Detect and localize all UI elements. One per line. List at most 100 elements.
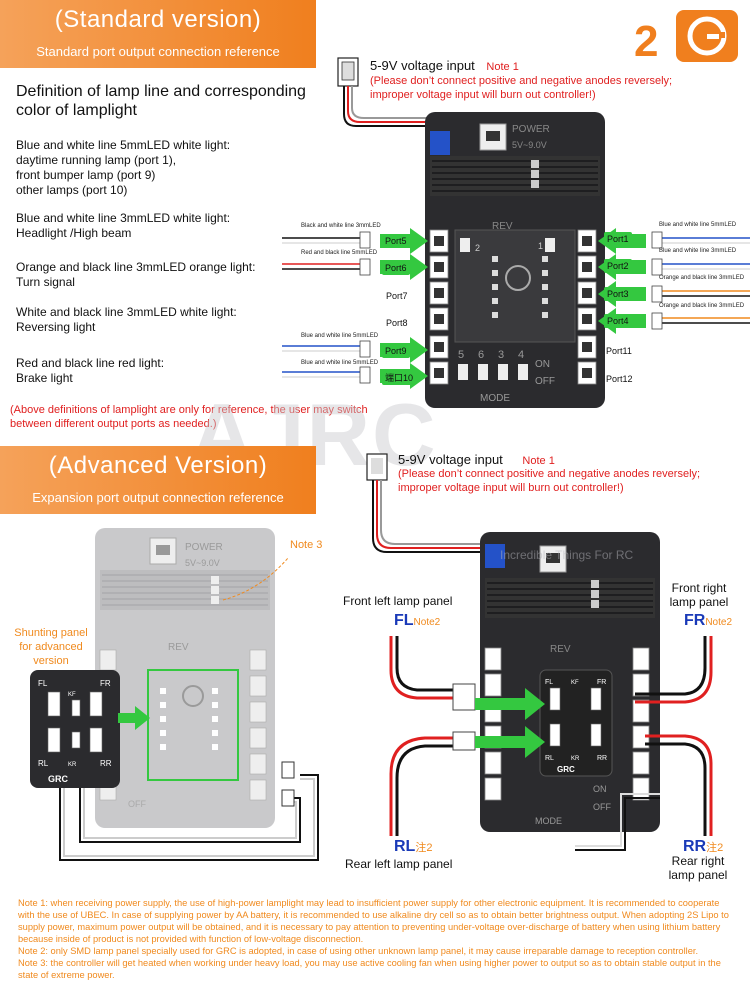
footnote-3: Note 3: the controller will get heated w… (18, 958, 721, 980)
shunting-line2: for advanced (19, 641, 83, 653)
port1-label: Port1 (604, 232, 632, 246)
port9-label: Port9 (382, 344, 410, 358)
standard-subtitle: Standard port output connection referenc… (36, 44, 280, 59)
port2-label: Port2 (604, 259, 632, 273)
wire-label-port10: Blue and white line 5mmLED (301, 360, 379, 366)
fl-code-group: FLNote2 (394, 612, 440, 630)
reference-note: (Above definitions of lamplight are only… (10, 404, 368, 430)
wire-label-port6: Red and black line 5mmLED (301, 250, 378, 256)
watermark-small: Incredible Things For RC (500, 548, 634, 562)
wire-label-port2: Blue and white line 3mmLED (659, 248, 737, 254)
adv-shunt-kr: KR (571, 756, 580, 762)
adv-right-off-label: OFF (593, 802, 611, 812)
std-note1: Note 1 (486, 61, 519, 73)
rl-code-group: RL注2 (394, 838, 432, 856)
rr-note: 注2 (706, 842, 724, 854)
standard-controller-diagram: POWER 5V~9.0V REV 2 1 5 6 3 4 ON OFF MOD… (282, 57, 750, 408)
adv-left-off-label: OFF (128, 799, 146, 809)
shunting-line3: version (33, 655, 69, 667)
definition-4-line2: Reversing light (16, 320, 96, 334)
std-voltage-input-label: 5-9V voltage input (370, 58, 475, 73)
footnote-1: Note 1: when receiving power supply, the… (18, 898, 729, 944)
adv-shunt-kf: KF (571, 680, 579, 686)
port11-label: Port11 (606, 346, 632, 356)
port7-label: Port7 (386, 291, 408, 301)
port5-label: Port5 (382, 234, 410, 248)
std-warning: (Please don’t connect positive and negat… (370, 74, 740, 102)
adv-warning: (Please don’t connect positive and negat… (398, 467, 743, 495)
fr-note: Note2 (705, 617, 733, 628)
port8-label: Port8 (386, 318, 408, 328)
wire-label-port1: Blue and white line 5mmLED (659, 222, 737, 228)
wire-label-port4: Orange and black line 3mmLED (659, 303, 745, 309)
definition-1-line1: Blue and white line 5mmLED white light: (16, 138, 231, 152)
adv-warning-line1: (Please don’t connect positive and negat… (398, 468, 701, 480)
definition-4: White and black line 3mmLED white light:… (16, 305, 316, 335)
std-warning-line1: (Please don’t connect positive and negat… (370, 75, 673, 87)
standard-title: (Standard version) (54, 6, 262, 33)
std-voltage-input: 5-9V voltage input Note 1 (370, 58, 519, 73)
front-right-line1: Front right (671, 581, 727, 595)
shunt-kf: KF (68, 692, 76, 698)
fl-code: FL (394, 612, 414, 629)
std-rev-label: REV (492, 221, 513, 232)
shunt-brand: GRC (48, 774, 69, 784)
advanced-subtitle: Expansion port output connection referen… (32, 490, 284, 505)
adv-note1: Note 1 (522, 455, 555, 467)
fr-code: FR (684, 612, 706, 629)
adv-right-on-label: ON (593, 784, 607, 794)
rear-right-panel-label: Rear right lamp panel (662, 854, 734, 882)
port3-label: Port3 (604, 287, 632, 301)
adv-right-rev-label: REV (550, 644, 571, 655)
shunting-panel-label: Shunting panel for advanced version (4, 626, 98, 668)
adv-shunt-rl: RL (545, 755, 554, 762)
port4-label: Port4 (604, 314, 632, 328)
std-num-6: 6 (478, 349, 484, 361)
std-num-1: 1 (538, 241, 543, 251)
wire-label-port3: Orange and black line 3mmLED (659, 275, 745, 281)
adv-left-rev-label: REV (168, 642, 189, 653)
adv-left-power-label: POWER (185, 542, 223, 553)
advanced-panel-diagram: REV ON OFF MODE FL FR KF RL RR KR GRC (366, 453, 713, 851)
definition-2-line1: Blue and white line 3mmLED white light: (16, 211, 231, 225)
fl-note: Note2 (413, 617, 441, 628)
definition-5-line2: Brake light (16, 371, 73, 385)
std-num-4: 4 (518, 349, 524, 361)
grc-logo: 2 (634, 10, 738, 64)
shunt-rl: RL (38, 759, 49, 768)
std-on-label: ON (535, 359, 550, 370)
port6-label: Port6 (382, 261, 410, 275)
std-num-3: 3 (498, 349, 504, 361)
shunt-kr: KR (68, 762, 77, 768)
definition-2-line2: Headlight /High beam (16, 226, 132, 240)
adv-left-voltage-label: 5V~9.0V (185, 558, 220, 568)
definition-3-line2: Turn signal (16, 275, 75, 289)
wire-label-port5: Black and white line 3mmLED (301, 223, 381, 229)
adv-shunt-fr: FR (597, 679, 606, 686)
definition-1-line2: daytime running lamp (port 1), (16, 153, 177, 167)
shunt-rr: RR (100, 759, 112, 768)
shunt-fr: FR (100, 679, 111, 688)
adv-shunt-fl: FL (545, 679, 553, 686)
fr-code-group: FRNote2 (684, 612, 732, 630)
shunting-line1: Shunting panel (14, 627, 88, 639)
std-warning-line2: improper voltage input will burn out con… (370, 89, 596, 101)
definition-1-line3: front bumper lamp (port 9) (16, 168, 156, 182)
front-left-panel-label: Front left lamp panel (343, 594, 453, 608)
definition-3: Orange and black line 3mmLED orange ligh… (16, 260, 316, 290)
rr-code: RR (683, 838, 707, 855)
definition-2: Blue and white line 3mmLED white light: … (16, 211, 316, 241)
definition-title: Definition of lamp line and correspondin… (16, 83, 306, 119)
rear-left-panel-label: Rear left lamp panel (345, 857, 453, 871)
definition-4-line1: White and black line 3mmLED white light: (16, 305, 237, 319)
advanced-shunt-diagram: POWER 5V~9.0V REV OFF FL FR KF RL RR KR … (30, 528, 319, 861)
advanced-title: (Advanced Version) (48, 452, 268, 479)
shunt-fl: FL (38, 679, 48, 688)
adv-shunt-brand: GRC (557, 765, 575, 774)
port12-label: Port12 (606, 374, 633, 384)
definition-3-line1: Orange and black line 3mmLED orange ligh… (16, 260, 256, 274)
front-right-line2: lamp panel (669, 595, 729, 609)
footnote-2: Note 2: only SMD lamp panel specially us… (18, 946, 699, 956)
adv-shunt-rr: RR (597, 755, 607, 762)
front-right-panel-label: Front right lamp panel (663, 581, 735, 609)
